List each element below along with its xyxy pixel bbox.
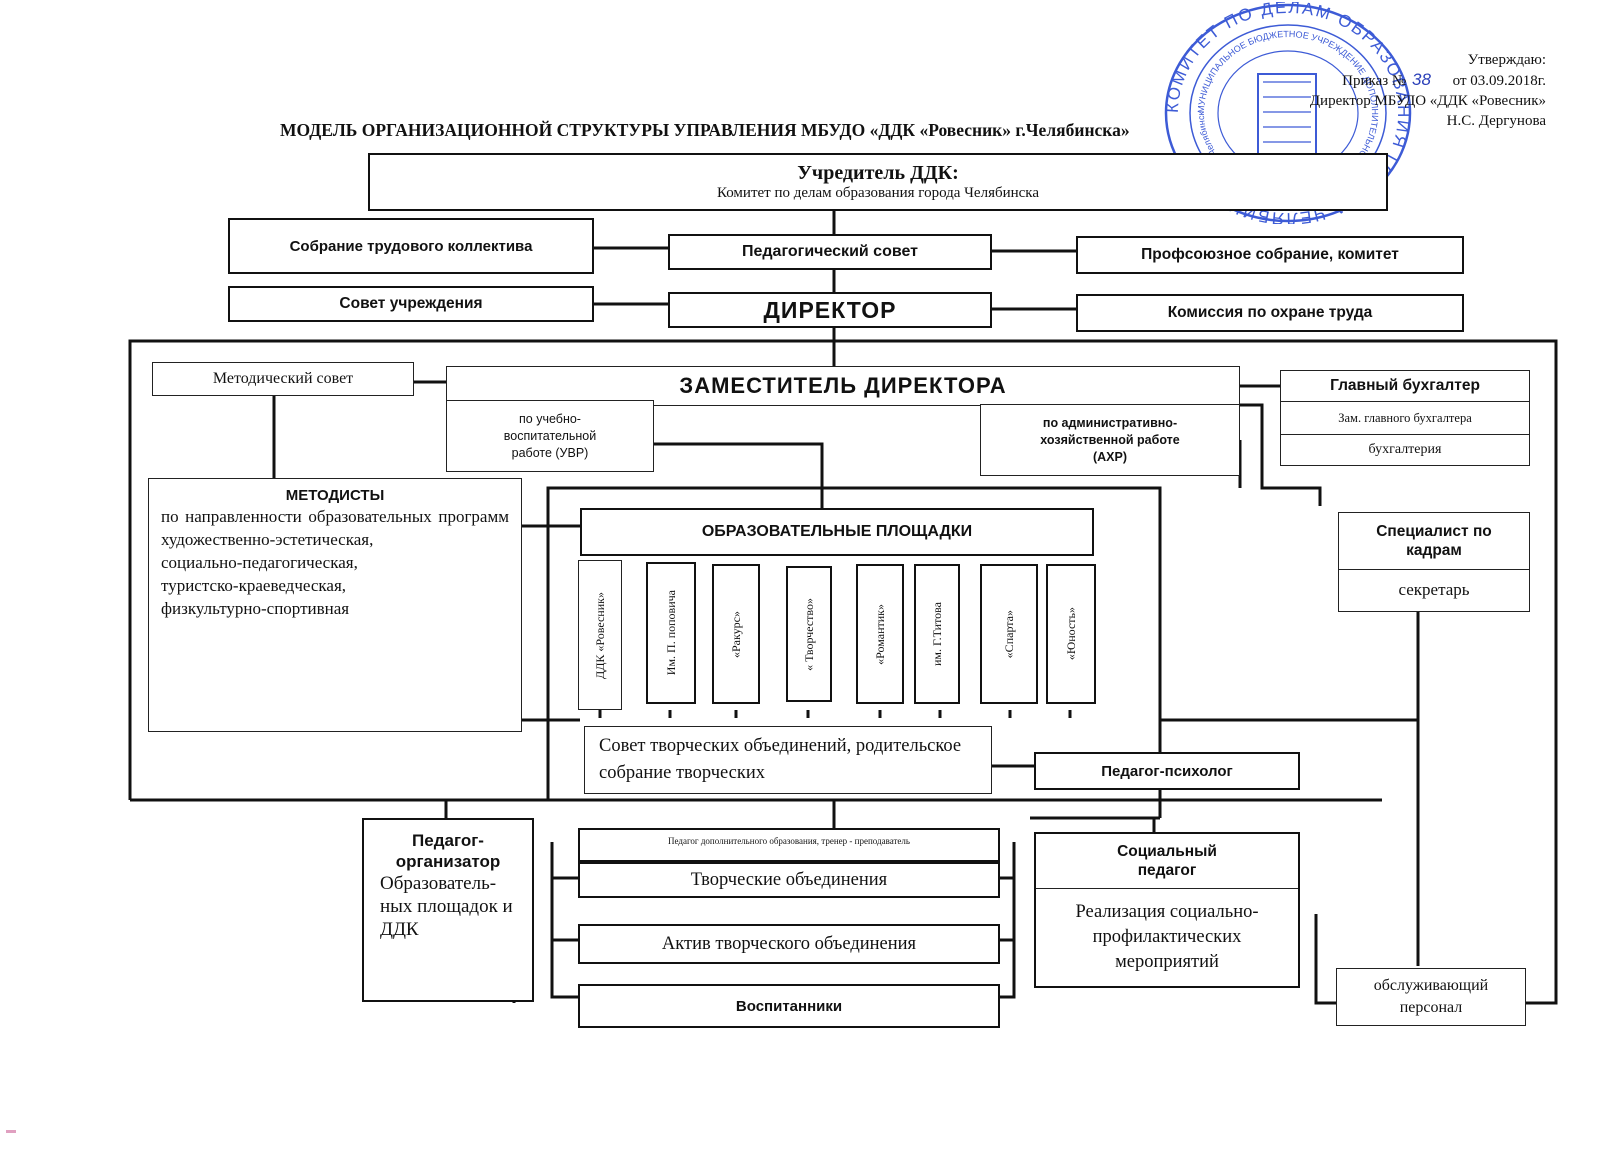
psychologist-box: Педагог-психолог [1034,752,1300,790]
staff-meeting-box: Собрание трудового коллектива [228,218,594,274]
order-number: 38 [1412,70,1431,89]
approval-line2: Приказ № 38 от 03.09.2018г. [1342,70,1546,89]
accounting-box: Главный бухгалтер Зам. главного бухгалте… [1280,370,1530,466]
institution-council-box: Совет учреждения [228,286,594,322]
activists-box: Актив творческого объединения [578,924,1000,964]
platform-item: им. Г.Титова [914,564,960,704]
accounting-dept: бухгалтерия [1368,442,1442,457]
platform-item: «Юность» [1046,564,1096,704]
approval-block: Утверждаю: Приказ № 38 от 03.09.2018г. Д… [1310,50,1546,131]
social-pedagogue-title: Социальный педагог [1036,834,1298,889]
hr-specialist: Специалист по кадрам [1339,513,1529,570]
deputy-uvr-box: по учебно-воспитательной работе (УВР) [446,400,654,472]
creative-council-box: Совет творческих объединений, родительск… [584,726,992,794]
approval-line4: Н.С. Дергунова [1446,113,1546,129]
platform-item: « Творчество» [786,566,832,702]
methodists-line-3: туристско-краеведческая, [161,576,347,595]
methodists-line-1: художественно-эстетическая, [161,530,374,549]
page-title: МОДЕЛЬ ОРГАНИЗАЦИОННОЙ СТРУКТУРЫ УПРАВЛЕ… [280,120,1130,140]
platform-item: Им. П. поповича [646,562,696,704]
hr-box: Специалист по кадрам секретарь [1338,512,1530,612]
approval-line1: Утверждаю: [1467,52,1546,68]
organizer-title: Педагог-организатор [395,831,501,871]
service-staff-box: обслуживающий персонал [1336,968,1526,1026]
social-pedagogue-text: Реализация социально-профилактических ме… [1075,901,1259,972]
organizer-text: Образователь-ных площадок и ДДК [380,873,513,940]
approval-line3: Директор МБУДО «ДДК «Ровесник» [1309,93,1546,109]
deputy-chief-accountant: Зам. главного бухгалтера [1281,402,1529,435]
methodists-box: МЕТОДИСТЫ по направленности образователь… [148,478,522,732]
platform-item: ДДК «Ровесник» [578,560,622,710]
labor-commission-box: Комиссия по охране труда [1076,294,1464,332]
deputy-ahr-box: по административно-хозяйственной работе … [980,404,1240,476]
methodical-council-box: Методический совет [152,362,414,396]
methodists-text: по направленности образовательных програ… [161,507,509,526]
pedagogical-council-box: Педагогический совет [668,234,992,270]
chief-accountant: Главный бухгалтер [1281,371,1529,402]
methodists-line-4: физкультурно-спортивная [161,599,350,618]
founder-title: Учредитель ДДК: [797,162,959,184]
organizer-box: Педагог-организатор Образователь-ных пло… [362,818,534,1002]
pupils-box: Воспитанники [578,984,1000,1028]
methodists-line-2: социально-педагогическая, [161,553,358,572]
union-box: Профсоюзное собрание, комитет [1076,236,1464,274]
associations-box: Творческие объединения [578,862,1000,898]
secretary: секретарь [1398,580,1470,599]
platforms-title-box: ОБРАЗОВАТЕЛЬНЫЕ ПЛОЩАДКИ [580,508,1094,556]
ink-mark [6,1130,16,1133]
founder-box: Учредитель ДДК: Комитет по делам образов… [368,153,1388,211]
platform-item: «Спарта» [980,564,1038,704]
methodists-title: МЕТОДИСТЫ [285,487,385,504]
deputy-director-box: ЗАМЕСТИТЕЛЬ ДИРЕКТОРА [446,366,1240,406]
teacher-box: Педагог дополнительного образования, тре… [578,828,1000,862]
founder-subtitle: Комитет по делам образования города Челя… [716,185,1040,201]
social-pedagogue-box: Социальный педагог Реализация социально-… [1034,832,1300,988]
director-box: ДИРЕКТОР [668,292,992,328]
platform-item: «Романтик» [856,564,904,704]
platform-item: «Ракурс» [712,564,760,704]
